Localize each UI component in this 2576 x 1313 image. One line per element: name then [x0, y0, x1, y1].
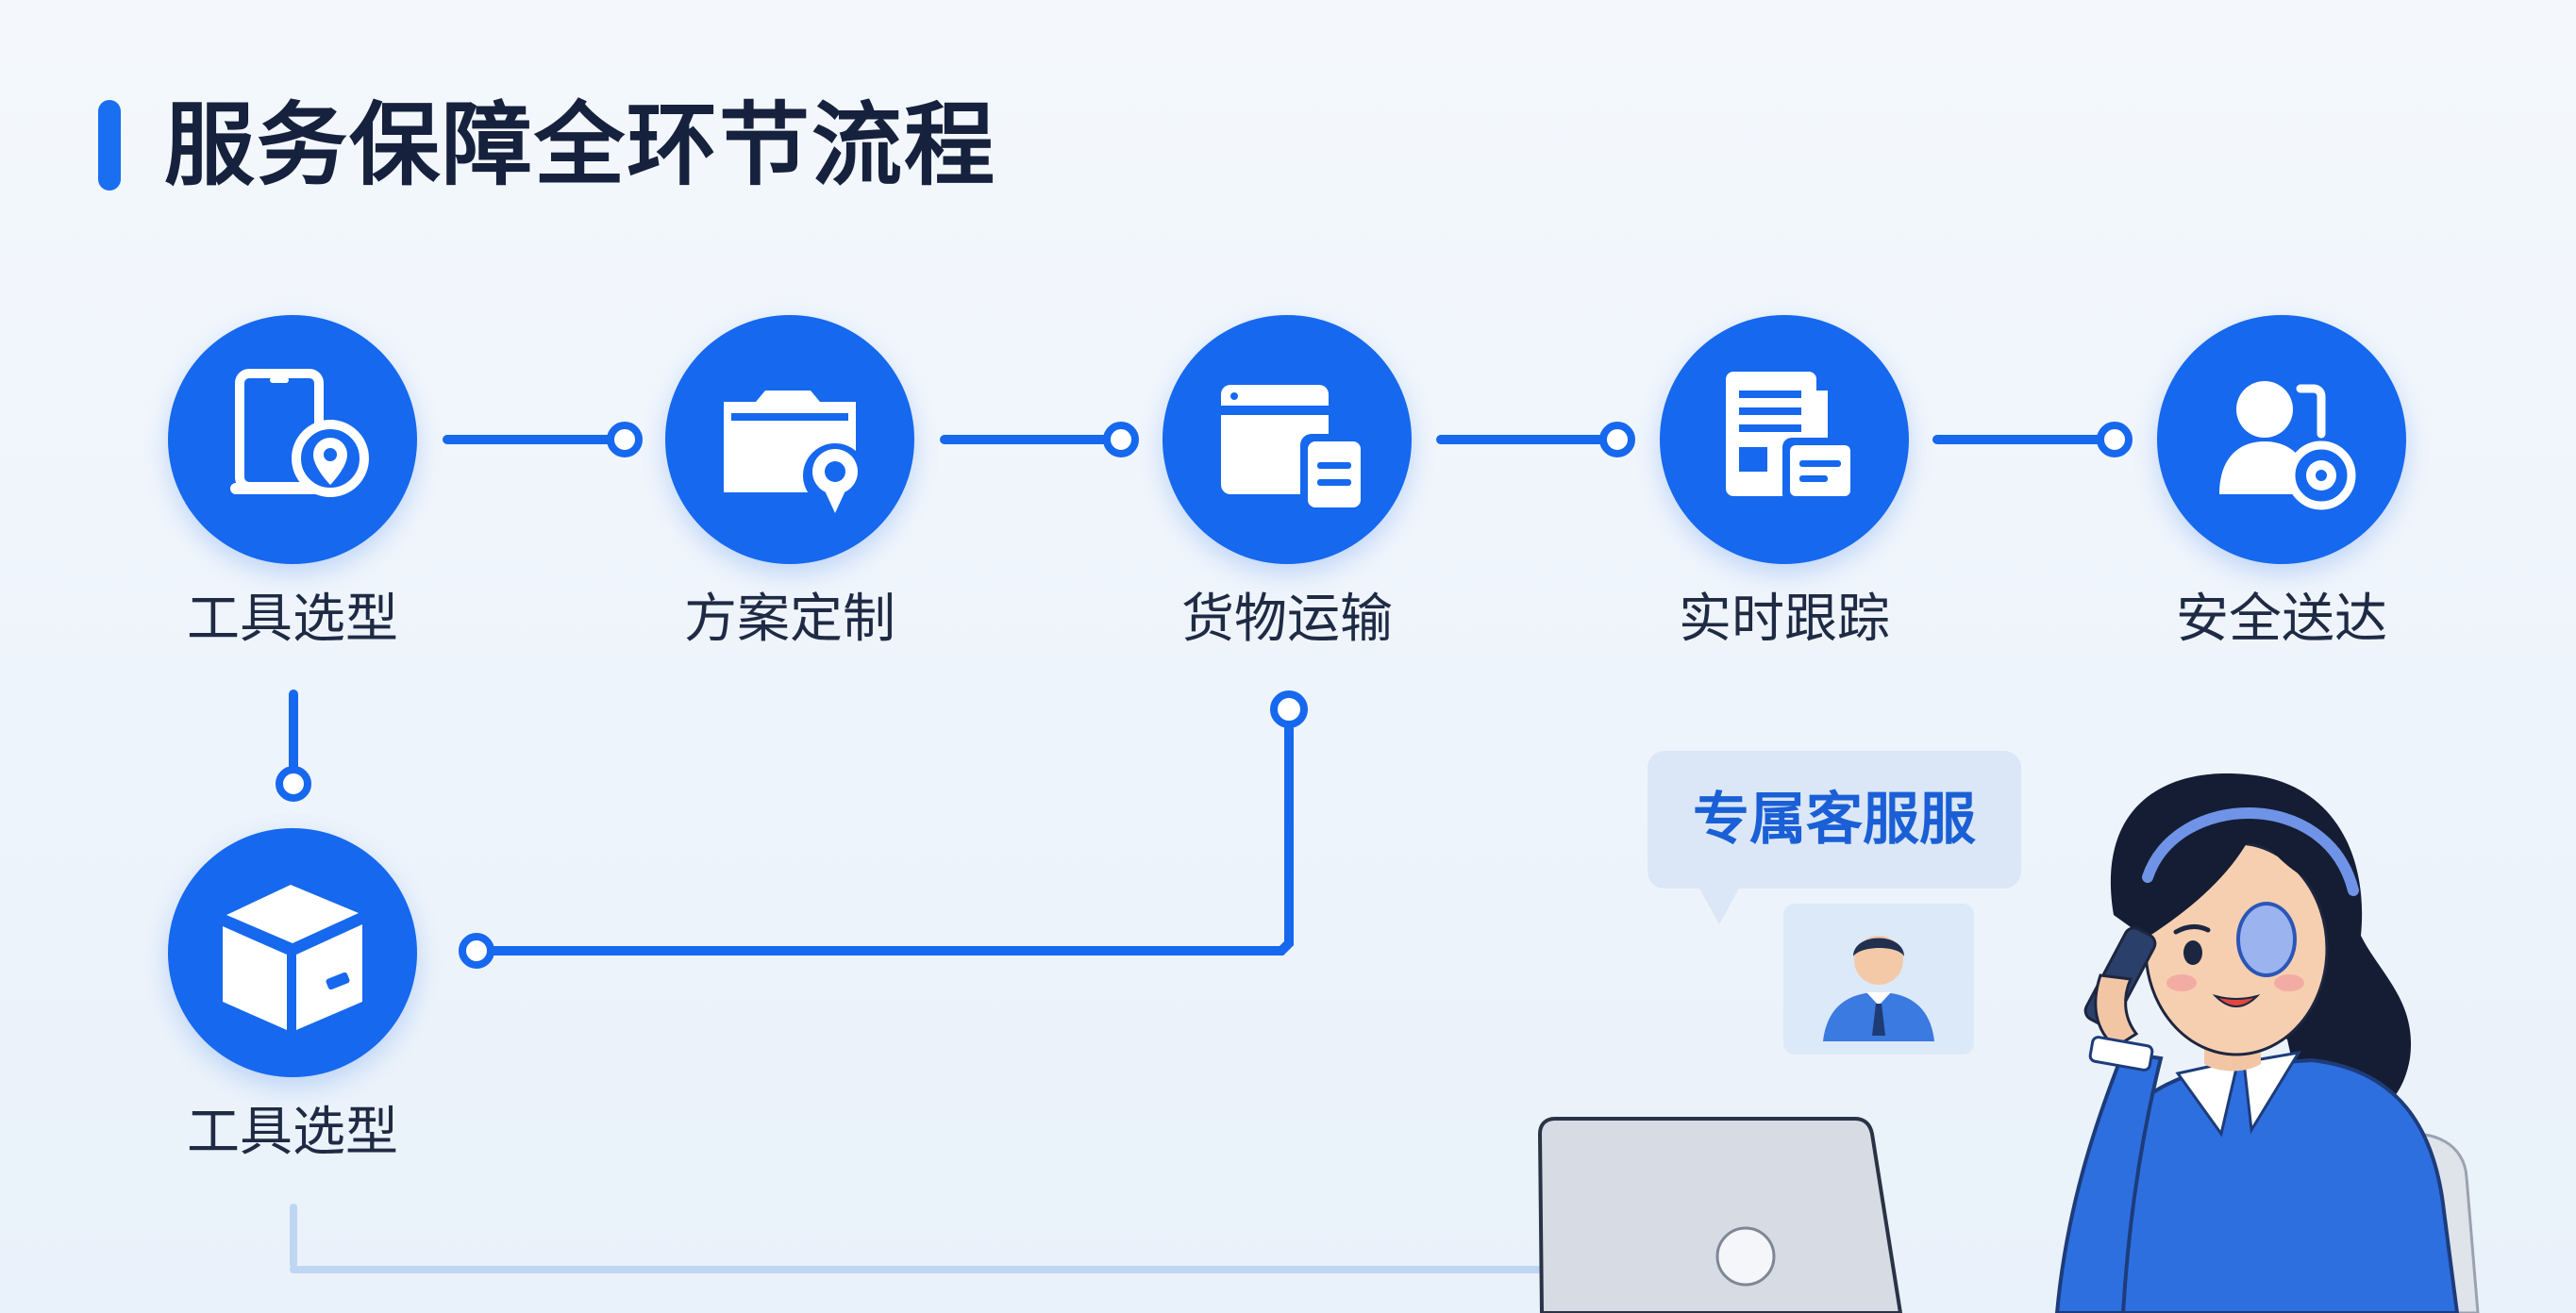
step-label-safe-delivery: 安全送达 — [2176, 589, 2387, 650]
page-title: 服务保障全环节流程 — [164, 92, 996, 198]
step-node-real-time-tracking — [1660, 315, 1909, 564]
step-label-real-time-tracking: 实时跟踪 — [1679, 589, 1890, 650]
customer-service-woman-illustration — [1537, 773, 2480, 1313]
step-node-safe-delivery — [2157, 315, 2406, 564]
step-node-tool-selection — [168, 315, 417, 564]
step-label-tool-selection: 工具选型 — [187, 589, 398, 650]
step-node-cargo-transport — [1163, 315, 1412, 564]
support-speech-bubble: 专属客服服 — [1648, 751, 2021, 889]
tracking-document-icon — [1726, 372, 1858, 504]
step-node-tool-selection-package — [168, 828, 417, 1077]
folder-location-icon — [724, 391, 867, 513]
step-node-plan-customization — [665, 315, 914, 564]
support-bubble-label: 专属客服服 — [1693, 787, 1976, 853]
shipping-document-icon — [1221, 385, 1366, 513]
tablet-location-icon — [230, 369, 369, 497]
step-label-cargo-transport: 货物运输 — [1181, 589, 1393, 650]
support-agent-card — [1783, 904, 1974, 1055]
package-box-icon — [223, 885, 362, 1030]
step-label-plan-customization: 方案定制 — [684, 589, 895, 650]
speech-bubble-tail — [1698, 887, 1740, 924]
support-agent-avatar-icon — [1823, 936, 1934, 1041]
step-label-tool-selection-package: 工具选型 — [187, 1102, 398, 1163]
title-accent-bar — [98, 100, 121, 191]
user-check-icon — [2219, 381, 2356, 510]
